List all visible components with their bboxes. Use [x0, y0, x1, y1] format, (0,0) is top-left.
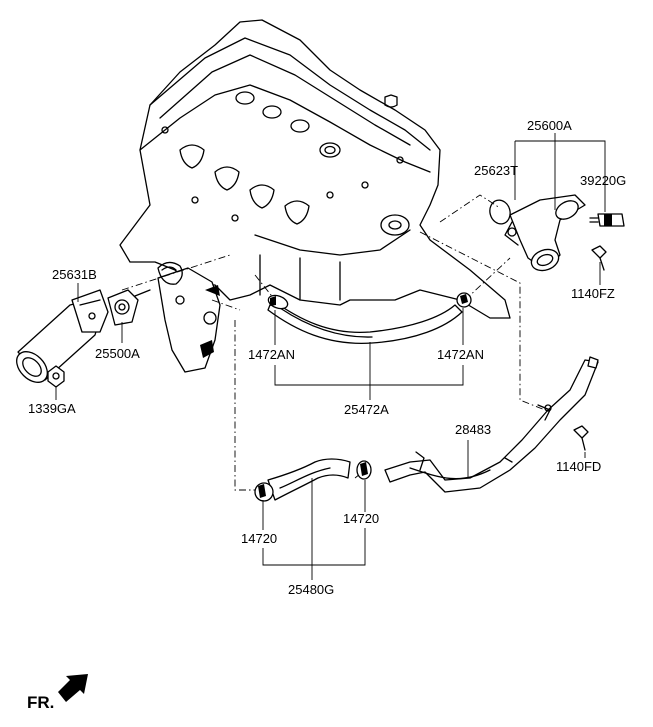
- label-25500A: 25500A: [95, 346, 140, 361]
- label-25631B: 25631B: [52, 267, 97, 282]
- bypass-pipe: [384, 356, 599, 493]
- front-direction-marker: FR.: [27, 674, 88, 712]
- label-1140FD: 1140FD: [556, 459, 601, 474]
- lower-clamp-right: [356, 460, 372, 480]
- alignment-lines: [121, 194, 546, 491]
- engine-head-assembly: [119, 19, 511, 373]
- cam-bores: [235, 91, 398, 158]
- label-25472A: 25472A: [344, 402, 389, 417]
- water-outlet-fitting: [504, 194, 586, 272]
- outlet-bolt: [591, 245, 607, 271]
- label-25623T: 25623T: [474, 163, 518, 178]
- pipe-bolt: [573, 425, 589, 451]
- label-14720-right: 14720: [343, 511, 379, 526]
- label-1472AN-left: 1472AN: [248, 347, 295, 362]
- upper-clamp-right: [456, 292, 472, 308]
- thermostat-housing: [16, 289, 109, 383]
- housing-gasket-seat: [157, 261, 183, 285]
- label-1140FZ: 1140FZ: [571, 286, 615, 301]
- label-1472AN-right: 1472AN: [437, 347, 484, 362]
- upper-hose: [267, 299, 463, 345]
- label-1339GA: 1339GA: [28, 401, 76, 416]
- label-25480G: 25480G: [288, 582, 334, 597]
- label-28483: 28483: [455, 422, 491, 437]
- label-25600A: 25600A: [527, 118, 572, 133]
- housing-nut: [47, 365, 65, 388]
- thermostat: [107, 289, 151, 326]
- front-label: FR.: [27, 693, 54, 712]
- leader-lines: [55, 133, 606, 580]
- label-14720-left: 14720: [241, 531, 277, 546]
- lower-clamp-left: [254, 482, 274, 502]
- part-labels: 25600A 25623T 39220G 1140FZ 25631B 25500…: [28, 118, 626, 597]
- temperature-sensor: [589, 213, 625, 227]
- intake-ports: [179, 144, 310, 225]
- front-arrow-icon: [58, 674, 88, 702]
- label-39220G: 39220G: [580, 173, 626, 188]
- outlet-gasket: [489, 199, 511, 225]
- upper-clamp-left: [267, 294, 289, 310]
- lower-hose: [267, 458, 351, 501]
